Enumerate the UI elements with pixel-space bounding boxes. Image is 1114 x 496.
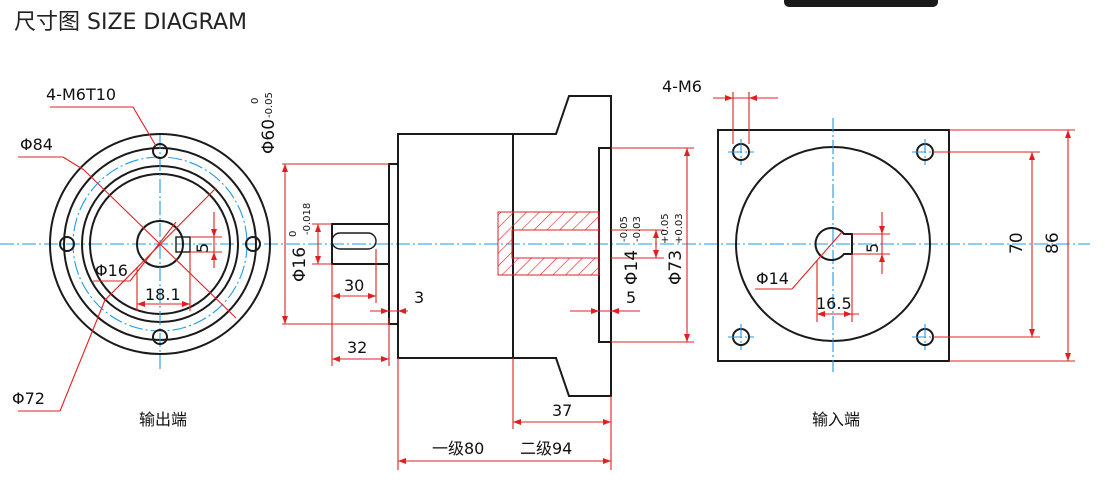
label-length-stage2: 二级94 <box>520 439 572 458</box>
label-pilot-dia: Φ60 <box>259 119 279 154</box>
label-output-pilot: Φ72 <box>12 389 45 408</box>
gearbox-body <box>397 133 514 359</box>
label-pilot-depth: 3 <box>414 288 424 307</box>
svg-text:0: 0 <box>288 231 299 237</box>
output-outer-circle <box>49 133 271 355</box>
label-output-key-width: 5 <box>193 243 212 253</box>
svg-text:+0.03: +0.03 <box>674 213 685 244</box>
output-key <box>175 236 191 253</box>
output-hole-left <box>59 236 75 252</box>
side-view: Φ60 0 -0.05 Φ16 0 -0.018 30 3 32 <box>250 92 694 470</box>
corner-tab <box>784 0 938 7</box>
svg-text:-0.03: -0.03 <box>632 216 643 242</box>
svg-text:-0.05: -0.05 <box>619 216 630 242</box>
label-output-key-height: 18.1 <box>145 285 181 304</box>
svg-text:-0.05: -0.05 <box>264 92 275 118</box>
label-hole-pitch: 70 <box>1007 232 1027 254</box>
input-end-view: 4-M6 Φ14 5 16.5 70 86 输入端 <box>662 77 1075 429</box>
shaft-key <box>331 232 377 250</box>
label-length-stage1: 一级80 <box>432 439 484 458</box>
input-flange <box>512 95 612 397</box>
label-input-key-depth: 16.5 <box>816 294 852 313</box>
label-key-length: 30 <box>344 276 364 295</box>
output-end-view: 4-M6T10 Φ84 Φ72 Φ16 5 18.1 输出端 <box>12 85 271 429</box>
output-hole-right <box>245 236 261 252</box>
svg-text:+0.05: +0.05 <box>660 213 671 244</box>
input-bore-keyway <box>814 227 853 261</box>
output-caption: 输出端 <box>139 410 187 429</box>
input-caption: 输入端 <box>812 410 860 429</box>
label-flange-size: 86 <box>1043 232 1063 254</box>
label-shaft-length: 32 <box>347 338 367 357</box>
label-spigot-dia: Φ73 <box>666 250 686 285</box>
page-title: 尺寸图 SIZE DIAGRAM <box>14 10 247 35</box>
label-output-bolt-circle: Φ84 <box>20 135 53 154</box>
label-output-bore: Φ16 <box>95 261 128 280</box>
label-input-bore: Φ14 <box>756 269 789 288</box>
label-input-key-width: 5 <box>863 243 882 253</box>
output-hole-top <box>152 143 168 159</box>
output-hole-bottom <box>152 329 168 345</box>
label-output-holes: 4-M6T10 <box>46 85 116 104</box>
label-flange-length: 37 <box>552 401 572 420</box>
label-spigot-depth: 5 <box>626 288 636 307</box>
svg-text:-0.018: -0.018 <box>302 203 313 235</box>
label-shaft-dia: Φ16 <box>290 247 310 282</box>
label-bore-dia: Φ14 <box>622 250 642 285</box>
label-input-holes: 4-M6 <box>662 77 702 96</box>
svg-text:0: 0 <box>250 98 261 104</box>
input-bore-section <box>497 211 600 276</box>
input-spigot <box>598 147 612 343</box>
